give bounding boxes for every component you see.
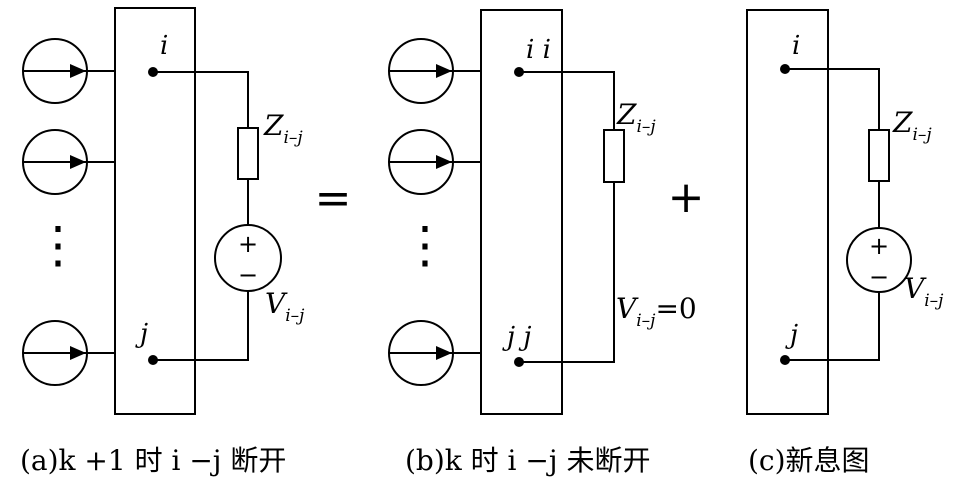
node-i-label-b: i i bbox=[526, 35, 551, 65]
wire-bottom-a bbox=[153, 291, 249, 361]
source-label-c: Vi–j bbox=[904, 272, 944, 311]
impedance-sub-b: i–j bbox=[636, 117, 656, 137]
network-box-b bbox=[480, 9, 563, 415]
panel-b: ⋮ i i j j Zi–j Vi–j=0 (b)k 时 i −j 未断开 bbox=[388, 9, 697, 477]
source-plus-c: + bbox=[869, 232, 889, 260]
current-source-b2 bbox=[388, 129, 481, 195]
panel-a: ⋮ i j + − Zi–j Vi–j (a)k +1 时 i −j 断开 bbox=[20, 7, 305, 477]
wire-bottom-c bbox=[785, 292, 880, 361]
source-zero-sub-b: i–j bbox=[636, 311, 656, 331]
source-label-a: Vi–j bbox=[265, 287, 305, 326]
caption-a: (a)k +1 时 i −j 断开 bbox=[20, 444, 286, 477]
node-i-label-c: i bbox=[792, 31, 800, 61]
source-minus-a: − bbox=[238, 261, 258, 289]
source-main-c: V bbox=[904, 272, 927, 305]
impedance-b bbox=[603, 129, 625, 183]
panel-c: i j + − Zi–j Vi–j (c)新息图 bbox=[746, 9, 944, 477]
impedance-sub-a: i–j bbox=[283, 128, 303, 148]
impedance-label-a: Zi–j bbox=[263, 109, 303, 148]
node-j-label-b: j j bbox=[502, 322, 531, 352]
caption-b: (b)k 时 i −j 未断开 bbox=[405, 444, 650, 477]
ellipsis-b: ⋮ bbox=[400, 216, 450, 274]
source-zero-label-b: Vi–j=0 bbox=[616, 292, 697, 331]
impedance-main-a: Z bbox=[263, 109, 284, 142]
network-box-c bbox=[746, 9, 829, 415]
current-source-a3 bbox=[22, 320, 115, 386]
wire-top-a bbox=[153, 71, 249, 128]
impedance-c bbox=[868, 129, 890, 182]
plus-operator: + bbox=[668, 172, 705, 223]
current-source-a2 bbox=[22, 129, 115, 195]
wire-bottom-b bbox=[519, 182, 615, 363]
source-sub-a: i–j bbox=[285, 306, 305, 326]
current-source-b3 bbox=[388, 320, 481, 386]
impedance-a bbox=[237, 127, 259, 180]
impedance-main-c: Z bbox=[892, 106, 913, 139]
wire-top-c bbox=[785, 68, 880, 130]
caption-c: (c)新息图 bbox=[748, 444, 870, 477]
source-zero-main-b: V bbox=[616, 292, 639, 325]
source-minus-c: − bbox=[869, 263, 889, 291]
ellipsis-a: ⋮ bbox=[33, 216, 83, 274]
source-zero-eq-b: =0 bbox=[655, 292, 696, 325]
source-main-a: V bbox=[265, 287, 288, 320]
impedance-sub-c: i–j bbox=[912, 125, 932, 145]
equals-operator: = bbox=[315, 173, 352, 224]
wire-top-b bbox=[519, 71, 615, 130]
impedance-label-b: Zi–j bbox=[616, 98, 656, 137]
impedance-main-b: Z bbox=[616, 98, 637, 131]
impedance-label-c: Zi–j bbox=[892, 106, 932, 145]
source-sub-c: i–j bbox=[924, 291, 944, 311]
source-plus-a: + bbox=[238, 230, 258, 258]
current-source-b1 bbox=[388, 38, 481, 104]
current-source-a1 bbox=[22, 38, 115, 104]
node-i-label-a: i bbox=[160, 31, 168, 61]
